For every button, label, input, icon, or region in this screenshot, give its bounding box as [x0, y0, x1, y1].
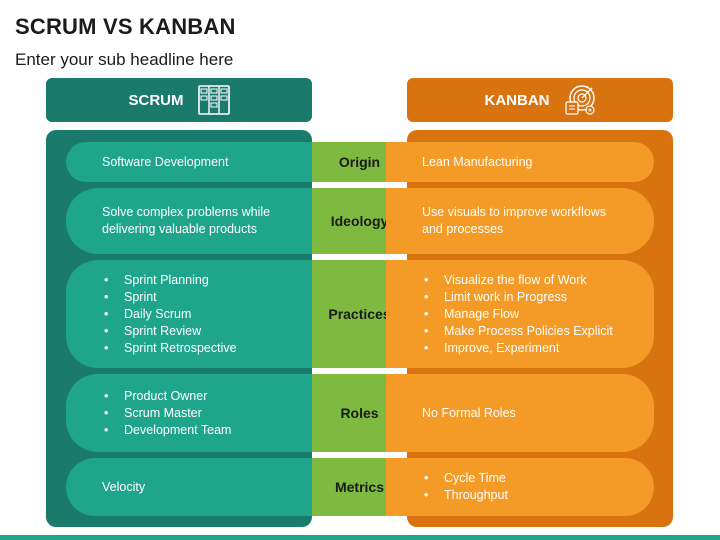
list-item: Scrum Master [102, 405, 231, 422]
target-process-icon [564, 84, 596, 116]
scrum-metrics-text: Velocity [102, 479, 146, 494]
row-label-roles-text: Roles [340, 404, 379, 421]
scrum-ideology-text: Solve complex problems while delivering … [102, 205, 271, 236]
page-subtitle: Enter your sub headline here [15, 50, 234, 69]
scrum-metrics-cell: Velocity [66, 458, 336, 516]
scrum-header: SCRUM [46, 78, 312, 122]
list-item: Make Process Policies Explicit [422, 323, 613, 340]
scrum-roles-cell: Product Owner Scrum Master Development T… [66, 374, 336, 452]
scrum-practices-cell: Sprint Planning Sprint Daily Scrum Sprin… [66, 260, 336, 368]
kanban-origin-cell: Lean Manufacturing [386, 142, 654, 182]
list-item: Product Owner [102, 388, 231, 405]
kanban-roles-cell: No Formal Roles [386, 374, 654, 452]
list-item: Throughput [422, 487, 508, 504]
scrum-practices-list: Sprint Planning Sprint Daily Scrum Sprin… [102, 272, 237, 357]
kanban-roles-text: No Formal Roles [422, 405, 516, 420]
list-item: Cycle Time [422, 470, 508, 487]
board-columns-icon [197, 85, 230, 115]
scrum-header-label: SCRUM [128, 91, 184, 109]
list-item: Limit work in Progress [422, 289, 613, 306]
scrum-origin-cell: Software Development [66, 142, 336, 182]
kanban-metrics-list: Cycle Time Throughput [422, 470, 508, 504]
row-label-ideology-text: Ideology [330, 212, 389, 229]
kanban-metrics-cell: Cycle Time Throughput [386, 458, 654, 516]
list-item: Daily Scrum [102, 306, 237, 323]
row-label-metrics-text: Metrics [334, 478, 385, 495]
list-item: Manage Flow [422, 306, 613, 323]
kanban-ideology-cell: Use visuals to improve workflows and pro… [386, 188, 654, 254]
list-item: Visualize the flow of Work [422, 272, 613, 289]
kanban-header: KANBAN [407, 78, 673, 122]
kanban-origin-text: Lean Manufacturing [422, 154, 533, 169]
kanban-ideology-text: Use visuals to improve workflows and pro… [422, 205, 607, 236]
kanban-practices-cell: Visualize the flow of Work Limit work in… [386, 260, 654, 368]
list-item: Improve, Experiment [422, 340, 613, 357]
list-item: Sprint Review [102, 323, 237, 340]
kanban-practices-list: Visualize the flow of Work Limit work in… [422, 272, 613, 357]
row-label-practices-text: Practices [328, 305, 391, 322]
scrum-roles-list: Product Owner Scrum Master Development T… [102, 388, 231, 439]
bottom-accent-bar [0, 535, 720, 540]
list-item: Development Team [102, 422, 231, 439]
scrum-origin-text: Software Development [102, 154, 229, 169]
scrum-ideology-cell: Solve complex problems while delivering … [66, 188, 336, 254]
row-label-origin-text: Origin [338, 153, 381, 170]
page-title: SCRUM VS KANBAN [15, 14, 236, 39]
list-item: Sprint [102, 289, 237, 306]
kanban-header-label: KANBAN [484, 91, 550, 109]
list-item: Sprint Planning [102, 272, 237, 289]
list-item: Sprint Retrospective [102, 340, 237, 357]
